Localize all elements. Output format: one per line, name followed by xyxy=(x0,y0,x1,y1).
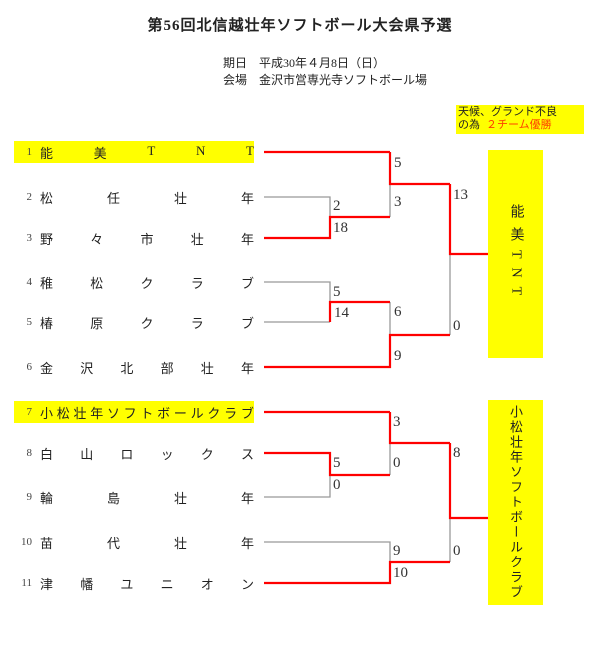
score-m10v11-bottom: 10 xyxy=(393,565,408,581)
score-sf2-bottom: 0 xyxy=(453,543,461,559)
score-qf1-top: 5 xyxy=(394,155,402,171)
team-name: 白山ロックス xyxy=(40,446,254,462)
score-m2v3-top: 2 xyxy=(333,198,341,214)
seed-number: 2 xyxy=(26,191,33,203)
team-name: 野々市壮年 xyxy=(40,231,254,247)
score-m8v9-bottom: 0 xyxy=(333,477,341,493)
team-name: 津幡ユニオン xyxy=(40,576,254,592)
team-name: 松任壮年 xyxy=(40,190,254,206)
team-name: 輪島壮年 xyxy=(40,490,254,506)
team-name: 苗代壮年 xyxy=(40,535,254,551)
score-qf2-bottom: 9 xyxy=(394,348,402,364)
date-value: 平成30年４月8日（日） xyxy=(259,56,386,70)
seed-number: 11 xyxy=(21,577,32,589)
score-m8v9-top: 5 xyxy=(333,455,341,471)
team-row-9: 9 輪島壮年 xyxy=(14,486,254,508)
seed-number: 3 xyxy=(26,232,33,244)
team-row-4: 4 稚松クラブ xyxy=(14,271,254,293)
seed-number: 9 xyxy=(26,491,33,503)
event-date-row: 期日 平成30年４月8日（日） xyxy=(223,55,427,72)
score-m10v11-top: 9 xyxy=(393,543,401,559)
score-qf2-top: 6 xyxy=(394,304,402,320)
date-label: 期日 xyxy=(223,56,248,70)
champion-box-lower: 小松壮年ソフトボールクラブ xyxy=(488,400,543,605)
team-name: 稚松クラブ xyxy=(40,275,254,291)
page-title: 第56回北信越壮年ソフトボール大会県予選 xyxy=(147,18,453,34)
champion-box-upper: 能美TNT xyxy=(488,150,543,358)
score-qf3-top: 3 xyxy=(393,414,401,430)
venue-label: 会場 xyxy=(223,73,248,87)
team-name: 小松壮年ソフトボールクラブ xyxy=(40,405,254,421)
score-m4v5-top: 5 xyxy=(333,284,341,300)
score-sf1-top: 13 xyxy=(453,187,468,203)
seed-number: 7 xyxy=(26,406,33,418)
seed-number: 5 xyxy=(26,316,33,328)
champion-name-upper: 能美TNT xyxy=(508,203,524,305)
team-row-3: 3 野々市壮年 xyxy=(14,227,254,249)
event-meta: 期日 平成30年４月8日（日） 会場 金沢市営専光寺ソフトボール場 xyxy=(223,55,427,89)
co-champion-note: ２チーム優勝 xyxy=(486,119,552,131)
team-row-7: 7 小松壮年ソフトボールクラブ xyxy=(14,401,254,423)
score-qf1-bottom: 3 xyxy=(394,194,402,210)
team-row-11: 11 津幡ユニオン xyxy=(14,572,254,594)
team-row-10: 10 苗代壮年 xyxy=(14,531,254,553)
seed-number: 1 xyxy=(26,146,33,158)
seed-number: 4 xyxy=(26,276,33,288)
team-row-6: 6 金沢北部壮年 xyxy=(14,356,254,378)
team-row-2: 2 松任壮年 xyxy=(14,186,254,208)
team-name: 金沢北部壮年 xyxy=(40,360,254,376)
score-qf3-bottom: 0 xyxy=(393,455,401,471)
venue-value: 金沢市営専光寺ソフトボール場 xyxy=(259,73,428,87)
champion-name-lower: 小松壮年ソフトボールクラブ xyxy=(508,405,523,600)
seed-number: 8 xyxy=(26,447,33,459)
score-sf2-top: 8 xyxy=(453,445,461,461)
team-row-5: 5 椿原クラブ xyxy=(14,311,254,333)
score-sf1-bottom: 0 xyxy=(453,318,461,334)
event-venue-row: 会場 金沢市営専光寺ソフトボール場 xyxy=(223,72,427,89)
score-m4v5-bottom: 14 xyxy=(334,305,349,321)
weather-note-line1: 天候、グランド不良 xyxy=(458,106,557,118)
team-row-8: 8 白山ロックス xyxy=(14,442,254,464)
seed-number: 6 xyxy=(26,361,33,373)
score-m2v3-bottom: 18 xyxy=(333,220,348,236)
seed-number: 10 xyxy=(21,536,32,548)
team-name: 椿原クラブ xyxy=(40,315,254,331)
